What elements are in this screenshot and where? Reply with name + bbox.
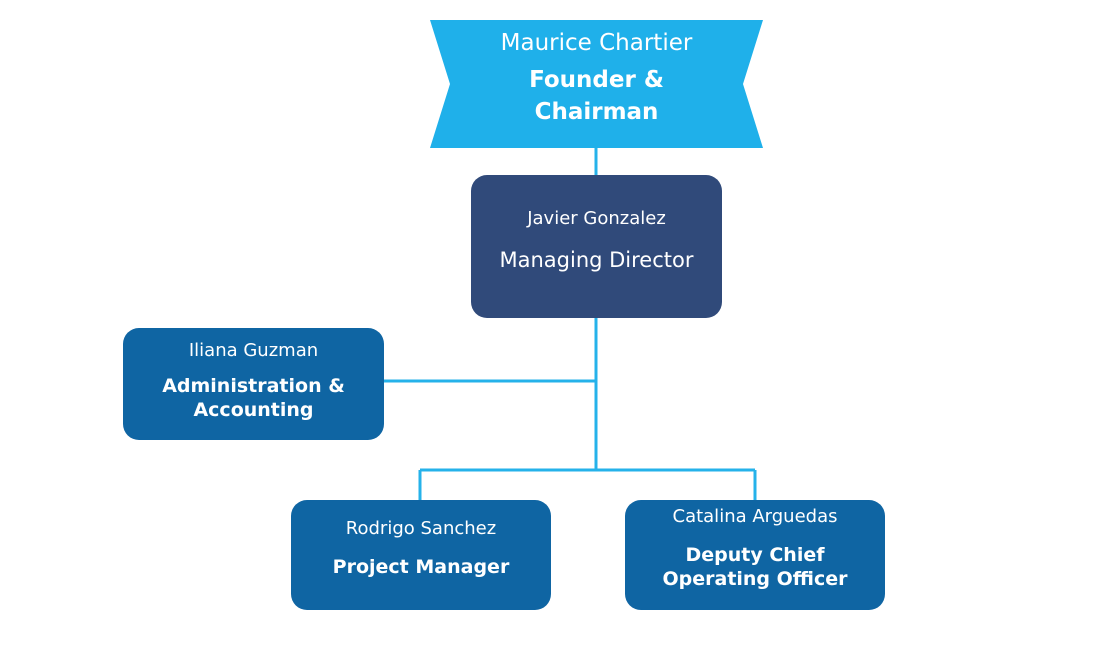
deputy-coo-name: Catalina Arguedas xyxy=(672,506,838,527)
deputy-coo-box xyxy=(625,500,885,610)
founder-node: Maurice Chartier Founder & Chairman xyxy=(455,30,738,127)
project-manager-name: Rodrigo Sanchez xyxy=(345,518,497,539)
administration-name: Iliana Guzman xyxy=(188,340,319,361)
founder-name: Maurice Chartier xyxy=(500,30,693,56)
administration-role-line1: Administration & xyxy=(162,374,345,397)
deputy-coo-role-line2: Operating Officer xyxy=(662,568,848,591)
founder-role-line1: Founder & xyxy=(529,66,664,93)
deputy-coo-role-line1: Deputy Chief xyxy=(685,543,825,566)
project-manager-role: Project Manager xyxy=(332,555,510,578)
managing-director-name: Javier Gonzalez xyxy=(527,208,666,229)
project-manager-node: Rodrigo Sanchez Project Manager xyxy=(291,518,551,578)
project-manager-box xyxy=(291,500,551,610)
managing-director-box xyxy=(471,175,722,318)
founder-role-line2: Chairman xyxy=(534,99,659,126)
founder-banner xyxy=(430,20,763,148)
administration-node: Iliana Guzman Administration & Accountin… xyxy=(123,340,384,422)
managing-director-role: Managing Director xyxy=(499,247,694,272)
administration-box xyxy=(123,328,384,440)
administration-role-line2: Accounting xyxy=(193,399,314,422)
deputy-coo-node: Catalina Arguedas Deputy Chief Operating… xyxy=(625,506,885,591)
managing-director-node: Javier Gonzalez Managing Director xyxy=(471,208,722,273)
connector-lines xyxy=(384,148,757,500)
